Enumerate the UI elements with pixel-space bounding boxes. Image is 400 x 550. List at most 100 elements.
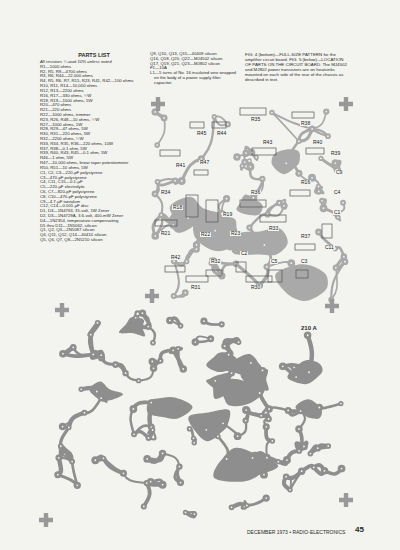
pad-hole: [193, 437, 195, 439]
copper-area: [215, 448, 279, 481]
solder-pad: [314, 445, 321, 452]
pad-hole: [246, 505, 248, 507]
pad-hole: [186, 261, 188, 263]
foil-pattern-board: [54, 310, 345, 517]
pad-hole: [226, 458, 228, 460]
registration-cross: [39, 513, 53, 527]
part-designator: R32: [210, 259, 221, 264]
solder-pad: [308, 451, 314, 457]
pad-hole: [268, 418, 270, 420]
pad-hole: [249, 227, 251, 229]
solder-pad: [139, 310, 146, 317]
pad-hole: [174, 180, 176, 182]
solder-pad: [319, 198, 325, 204]
copper-area: [188, 409, 230, 441]
part-designator: C5: [270, 259, 278, 264]
solder-pad: [150, 427, 155, 432]
pad-hole: [163, 117, 165, 119]
pad-hole: [282, 365, 284, 367]
component-outline: [206, 270, 222, 276]
solder-pad: [55, 455, 61, 461]
pad-hole: [196, 244, 198, 246]
pad-hole: [323, 207, 325, 209]
solder-pad: [170, 222, 177, 229]
solder-pad: [240, 163, 245, 168]
solder-pad: [258, 413, 263, 418]
parts-list-column: PARTS LISTAll resistors ½-watt 10% unles…: [40, 52, 148, 243]
solder-pad: [279, 362, 287, 370]
component-outline: [290, 190, 310, 196]
pad-hole: [181, 180, 183, 182]
solder-pad: [243, 417, 249, 423]
pad-hole: [173, 260, 175, 262]
part-designator: R34: [160, 190, 171, 195]
solder-pad: [219, 321, 225, 327]
pad-hole: [178, 466, 180, 468]
pad-hole: [285, 476, 287, 478]
component-outline: [246, 276, 272, 282]
copper-trace: [249, 214, 267, 227]
part-designator: R35: [250, 117, 261, 122]
solder-pad: [248, 360, 253, 365]
solder-pad: [316, 188, 322, 194]
pad-hole: [132, 408, 134, 410]
solder-pad: [263, 454, 271, 462]
solder-pad: [180, 365, 187, 372]
pad-hole: [172, 349, 174, 351]
pad-hole: [123, 472, 125, 474]
part-designator: R45: [196, 131, 207, 136]
component-outline: [212, 122, 226, 128]
solder-pad: [129, 405, 137, 413]
pad-hole: [76, 484, 78, 486]
solder-pad: [177, 479, 184, 486]
solder-pad: [212, 377, 219, 384]
component-outline: [165, 266, 185, 272]
pad-hole: [231, 506, 233, 508]
pad-hole: [185, 512, 187, 514]
solder-pad: [246, 163, 254, 171]
solder-pad: [193, 246, 200, 253]
part-designator: R41: [175, 163, 186, 168]
solder-pad: [325, 133, 331, 139]
copper-area: [275, 264, 328, 301]
copper-trace: [283, 365, 309, 372]
pad-hole: [285, 162, 287, 164]
copper-trace: [150, 403, 152, 428]
part-designator: C2: [240, 251, 248, 256]
part-designator: R40: [312, 140, 323, 145]
solder-pad: [78, 387, 83, 392]
registration-cross: [339, 493, 353, 507]
pad-hole: [147, 326, 149, 328]
solder-pad: [315, 404, 323, 412]
part-designator: R39: [330, 151, 341, 156]
pad-hole: [271, 112, 273, 114]
solder-pad: [298, 467, 305, 474]
copper-trace: [157, 118, 165, 145]
pad-hole: [226, 198, 228, 200]
solder-pad: [161, 115, 168, 122]
pad-hole: [308, 371, 310, 373]
pad-hole: [224, 345, 226, 347]
component-outline: [252, 148, 276, 155]
solder-pad: [305, 368, 313, 376]
solder-pad: [149, 358, 156, 365]
part-designator: R19: [222, 212, 233, 217]
part-designator: R37: [300, 234, 311, 239]
pad-hole: [325, 111, 327, 113]
solder-pad: [58, 443, 64, 449]
solder-pad: [120, 470, 127, 477]
solder-pad: [223, 195, 230, 202]
figure-caption: FIG. 4 (bottom)—FULL-SIZE PATTERN for th…: [245, 52, 347, 82]
pad-hole: [298, 140, 300, 142]
solder-pad: [333, 264, 339, 270]
solder-pad: [244, 503, 249, 508]
component-outline: [240, 200, 266, 207]
pad-hole: [245, 152, 247, 154]
registration-marks: [39, 97, 353, 527]
pad-hole: [245, 409, 247, 411]
solder-pad: [159, 450, 166, 457]
solder-pad: [172, 178, 178, 184]
copper-trace-group: [54, 310, 345, 517]
solder-pad: [338, 401, 343, 406]
pad-hole: [278, 202, 280, 204]
